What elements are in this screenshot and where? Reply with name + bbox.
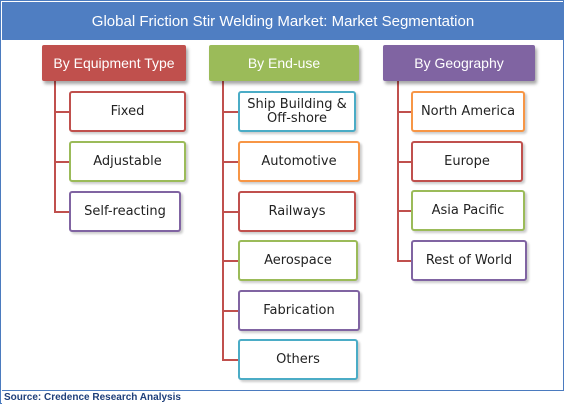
equipment-item-self-reacting: Self-reacting <box>69 191 181 232</box>
end-use-item-railways: Railways <box>238 191 356 232</box>
end-use-connector-trunk <box>222 80 224 360</box>
end-use-connector-branch <box>222 310 239 312</box>
geography-item-rest-of-world: Rest of World <box>411 240 527 281</box>
geography-connector-branch <box>397 111 412 113</box>
end-use-item-automotive: Automotive <box>238 141 360 182</box>
equipment-type-header: By Equipment Type <box>42 45 186 81</box>
equipment-connector-branch <box>54 211 70 213</box>
end-use-connector-branch <box>222 359 239 361</box>
end-use-header: By End-use <box>209 45 359 81</box>
geography-connector-branch <box>397 210 412 212</box>
end-use-item-ship-building: Ship Building & Off-shore <box>238 91 356 132</box>
geography-item-north-america: North America <box>411 91 525 132</box>
equipment-connector-branch <box>54 161 70 163</box>
end-use-item-fabrication: Fabrication <box>238 290 360 331</box>
equipment-connector-branch <box>54 111 70 113</box>
geography-item-asia-pacific: Asia Pacific <box>411 190 525 231</box>
equipment-item-fixed: Fixed <box>69 91 186 132</box>
source-note: Source: Credence Research Analysis <box>2 390 564 404</box>
geography-connector-branch <box>397 161 412 163</box>
end-use-connector-branch <box>222 260 239 262</box>
diagram-title: Global Friction Stir Welding Market: Mar… <box>2 2 564 40</box>
end-use-item-others: Others <box>238 339 358 380</box>
end-use-connector-branch <box>222 111 239 113</box>
equipment-item-adjustable: Adjustable <box>69 141 186 182</box>
end-use-connector-branch <box>222 161 239 163</box>
geography-header: By Geography <box>383 45 535 81</box>
end-use-item-aerospace: Aerospace <box>238 240 358 281</box>
end-use-connector-branch <box>222 211 239 213</box>
geography-connector-branch <box>397 260 412 262</box>
equipment-connector-trunk <box>54 80 56 213</box>
geography-item-europe: Europe <box>411 141 523 182</box>
geography-connector-trunk <box>397 80 399 261</box>
